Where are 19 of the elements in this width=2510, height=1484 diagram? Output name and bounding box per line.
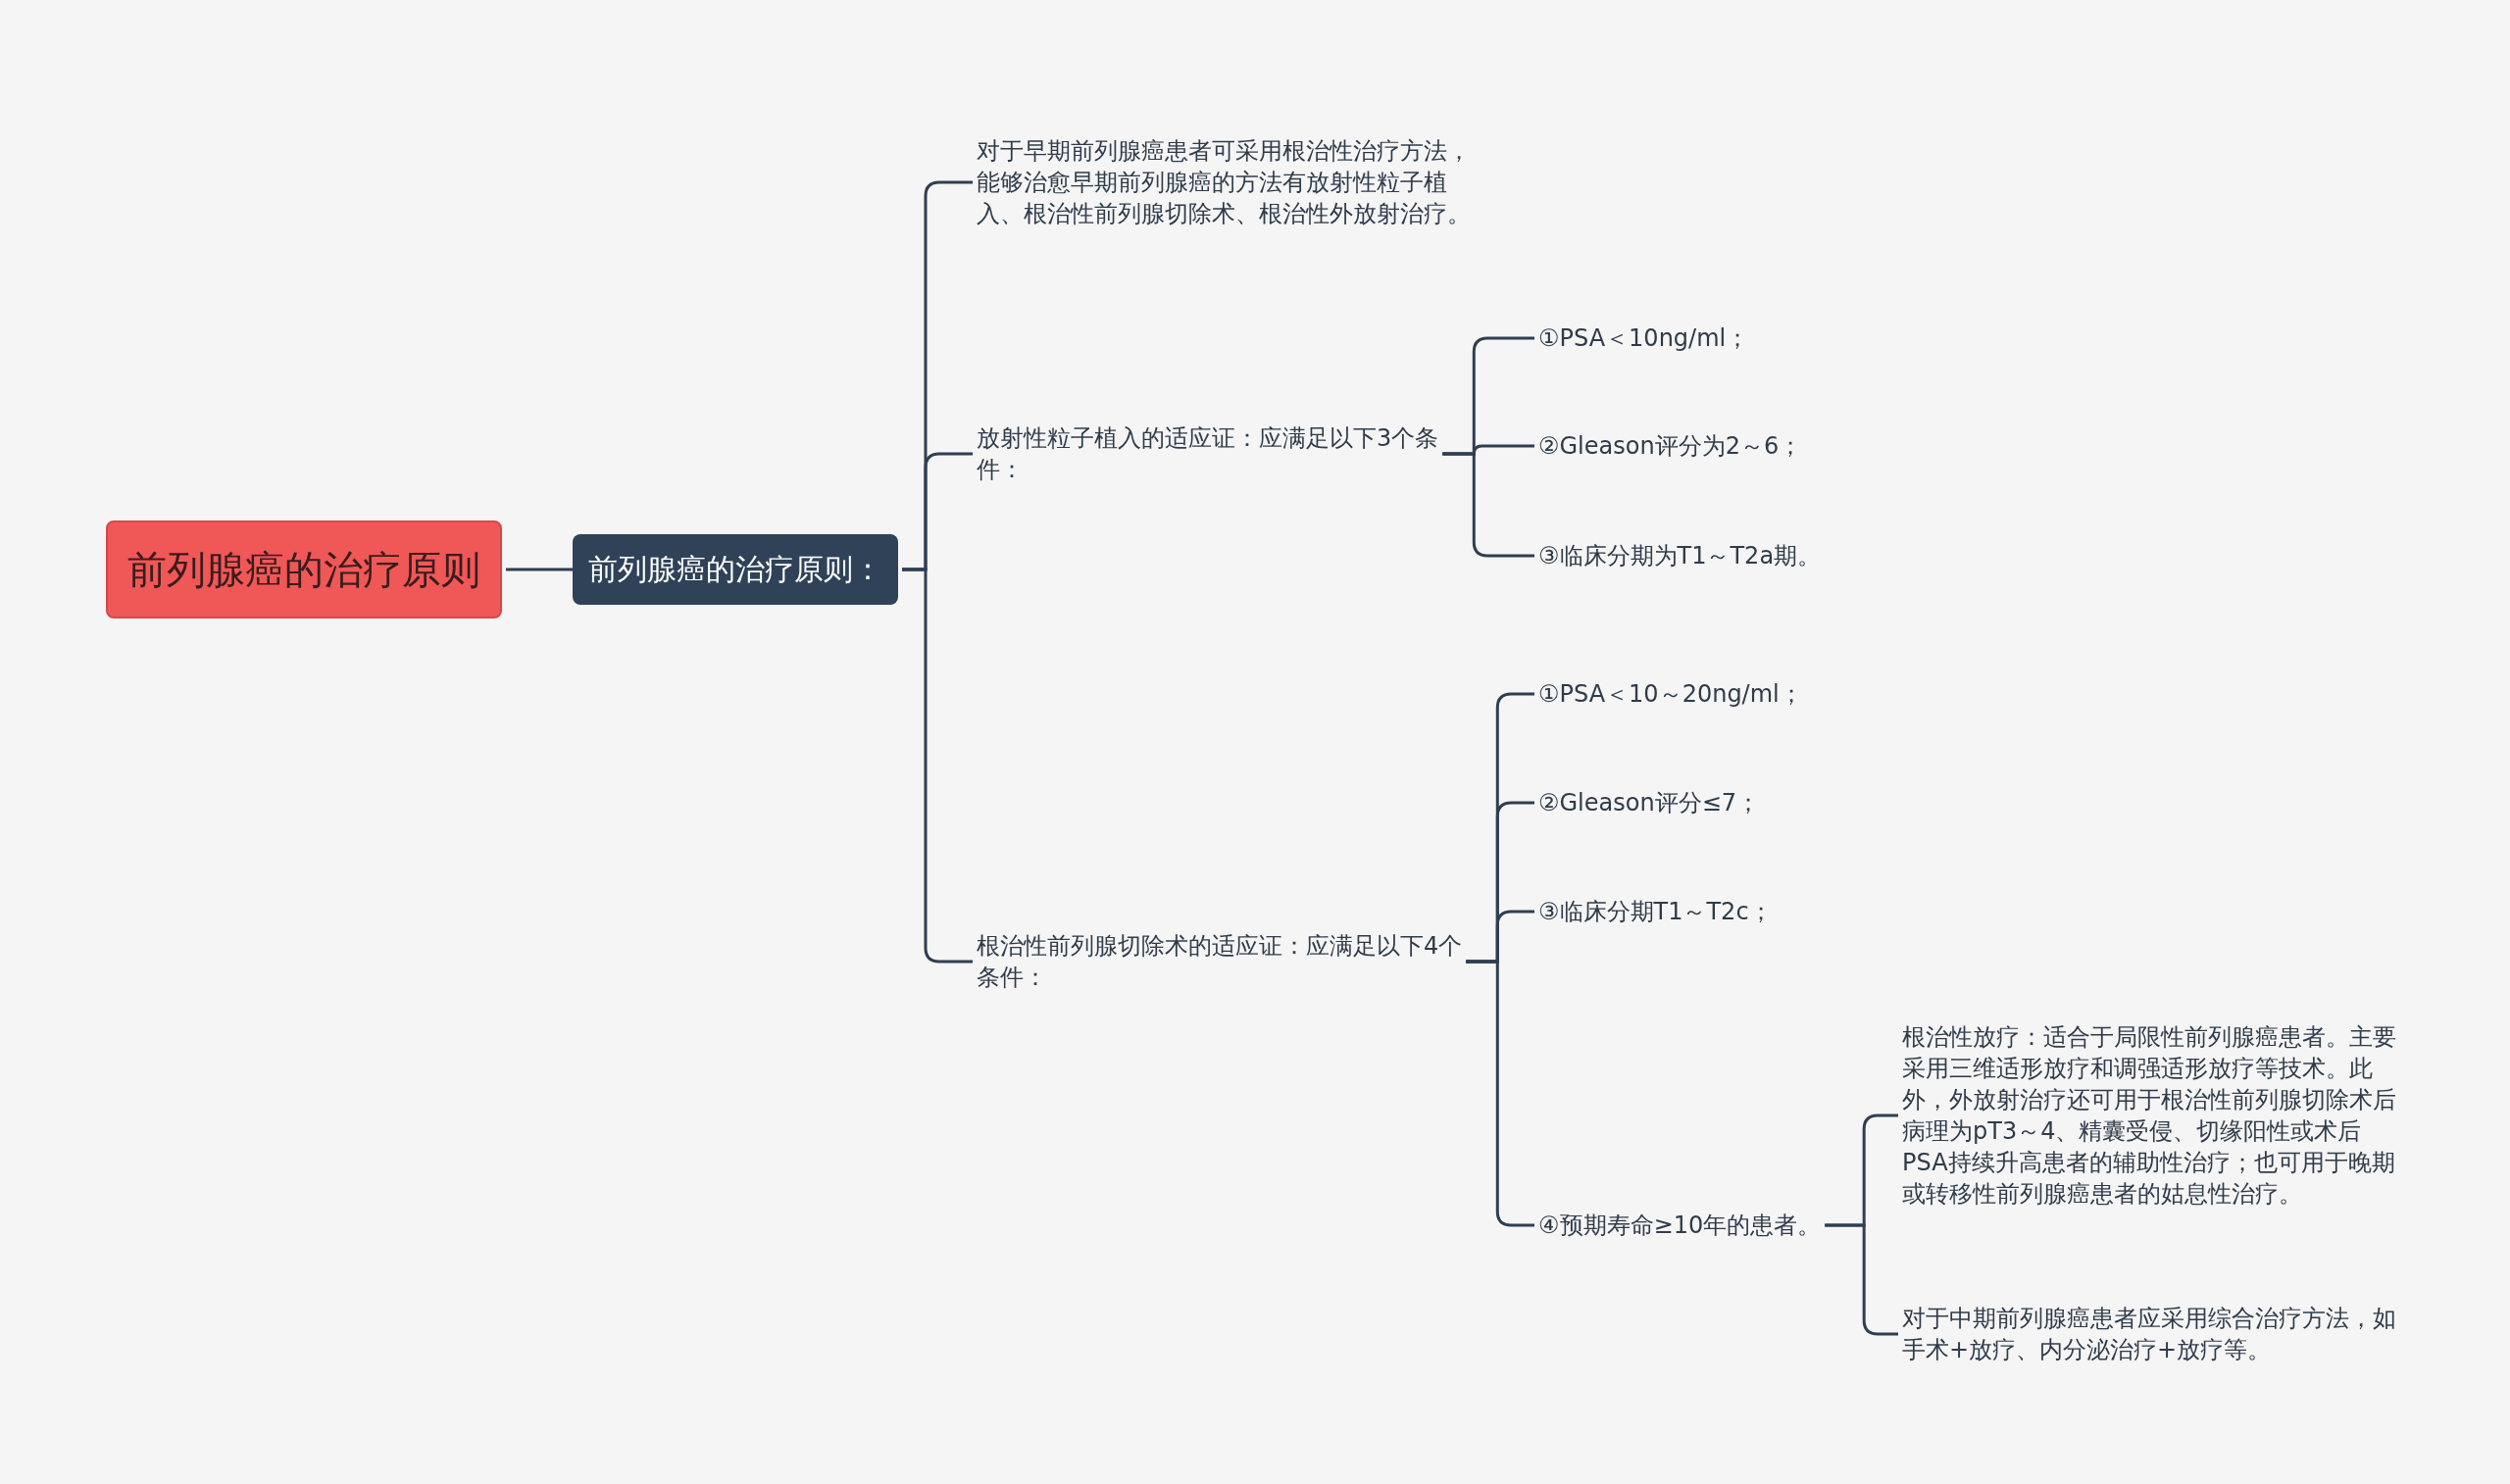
topic-text: ①PSA＜10～20ng/ml； (1534, 678, 1807, 710)
topic-text: ①PSA＜10ng/ml； (1534, 322, 1754, 354)
topic-text: ③临床分期T1～T2c； (1534, 896, 1777, 927)
topic-text: ④预期寿命≥10年的患者。 (1534, 1210, 1826, 1241)
topic-text: ③临床分期为T1～T2a期。 (1534, 540, 1826, 571)
topic-text: 放射性粒子植入的适应证：应满足以下3个条件： (973, 422, 1482, 485)
connector-line (1442, 452, 1534, 558)
topic-text: ②Gleason评分≤7； (1534, 787, 1765, 818)
topic-text: 根治性前列腺切除术的适应证：应满足以下4个条件： (973, 930, 1482, 993)
topic-text: ②Gleason评分为2～6； (1534, 430, 1807, 462)
connector-line (902, 568, 973, 964)
connector-line (506, 568, 573, 571)
connector-line (1466, 960, 1534, 1227)
topic-text: 对于中期前列腺癌患者应采用综合治疗方法，如手术+放疗、内分泌治疗+放疗等。 (1898, 1303, 2408, 1365)
topic-text: 对于早期前列腺癌患者可采用根治性治疗方法，能够治愈早期前列腺癌的方法有放射性粒子植入、根治性前列腺切除术、根治性外放射治疗。 (973, 135, 1482, 229)
topic-text: 根治性放疗：适合于局限性前列腺癌患者。主要采用三维适形放疗和调强适形放疗等技术。此外，外放射治疗还可用于根治性前列腺切除术后病理为pT3～4、精囊受侵、切缘阳性或术后PSA持续升高患者的辅助性治疗；也可用于晚期或转移性前列腺癌患者的姑息性治疗。 (1898, 1021, 2408, 1210)
root-topic-box: 前列腺癌的治疗原则 (106, 520, 502, 618)
connector-line (1825, 1223, 1898, 1336)
main-topic-box: 前列腺癌的治疗原则： (573, 534, 898, 605)
